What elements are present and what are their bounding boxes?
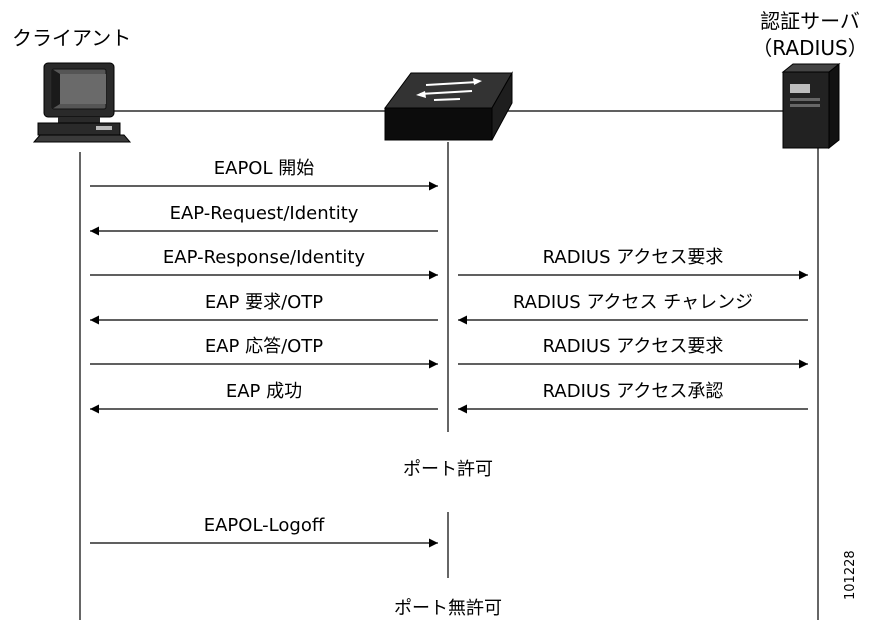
message-label-1: EAPOL 開始: [214, 158, 314, 179]
server-label-line2: （RADIUS）: [752, 36, 867, 60]
message-label-2: EAP-Request/Identity: [170, 203, 359, 224]
message-label-6: RADIUS アクセス チャレンジ: [513, 292, 753, 313]
server-label-line1: 認証サーバ: [760, 9, 860, 33]
message-label-11: EAPOL-Logoff: [204, 515, 325, 536]
figure-id-label: 101228: [843, 550, 858, 600]
message-label-8: RADIUS アクセス要求: [543, 336, 724, 357]
message-label-3: EAP-Response/Identity: [163, 247, 365, 268]
message-label-9: EAP 成功: [226, 381, 302, 402]
client-label: クライアント: [12, 26, 131, 50]
switch-icon: [384, 71, 513, 141]
radius-server-icon: [781, 62, 841, 150]
message-label-10: RADIUS アクセス承認: [543, 381, 724, 402]
port-authorized-label: ポート許可: [403, 459, 493, 480]
client-computer-icon: [32, 62, 132, 143]
message-label-4: RADIUS アクセス要求: [543, 247, 724, 268]
message-label-5: EAP 要求/OTP: [205, 292, 323, 313]
port-unauthorized-label: ポート無許可: [394, 598, 502, 619]
message-label-7: EAP 応答/OTP: [205, 336, 323, 357]
